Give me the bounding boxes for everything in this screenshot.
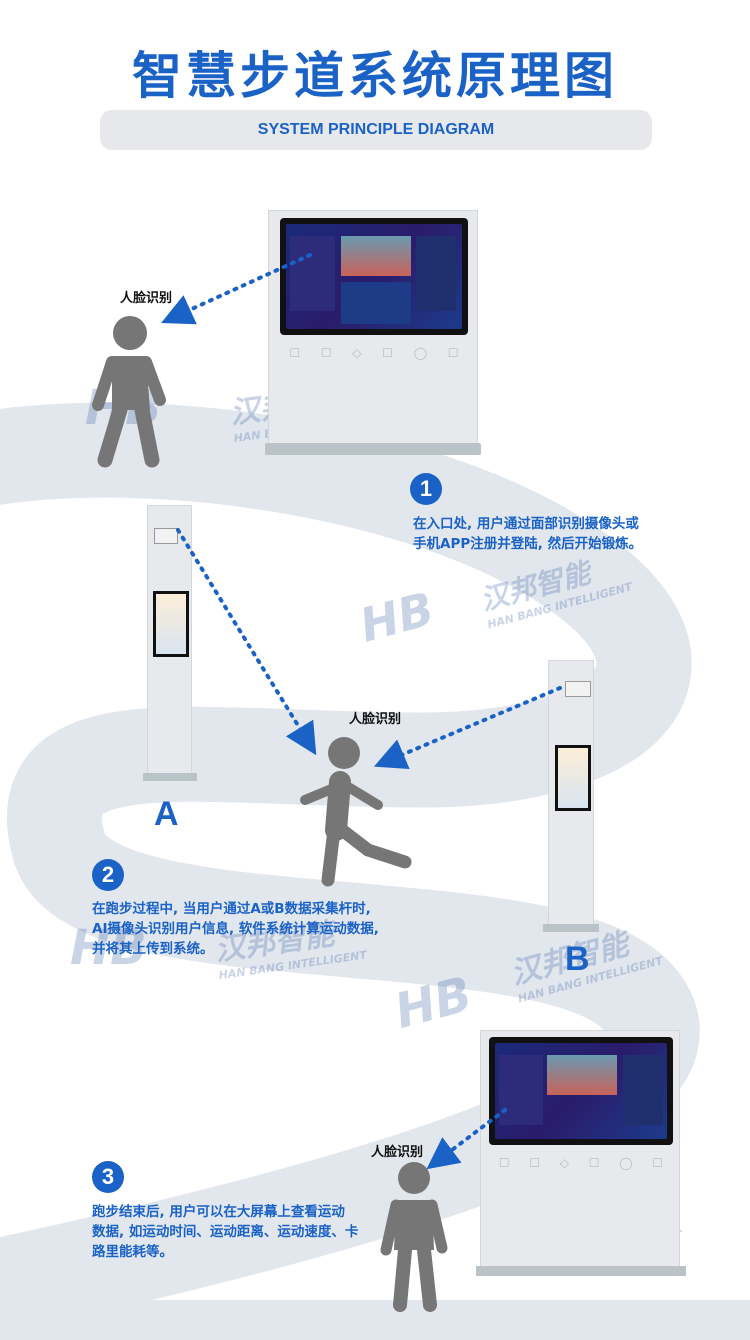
large-screen-kiosk-bottom: ☐☐◇☐◯☐: [480, 1030, 680, 1268]
step-text-line: AI摄像头识别用户信息, 软件系统计算运动数据,: [92, 921, 379, 937]
watermark-logo: HB: [70, 920, 147, 976]
dotted-arrows: [161, 253, 562, 1170]
subtitle-bar: SYSTEM PRINCIPLE DIAGRAM: [100, 110, 652, 150]
kiosk-base: [476, 1266, 686, 1276]
pole-base: [543, 924, 599, 932]
face-recognition-label: 人脸识别: [349, 712, 402, 727]
kiosk-base: [265, 443, 481, 455]
camera-icon: [154, 528, 178, 544]
pole-a-label: A: [154, 795, 179, 833]
step-2-badge: 2: [92, 859, 124, 891]
step-1-text: 在入口处, 用户通过面部识别摄像头或 手机APP注册并登陆, 然后开始锻炼。: [413, 514, 642, 554]
page-title: 智慧步道系统原理图: [132, 47, 618, 105]
step-3-text: 跑步结束后, 用户可以在大屏幕上查看运动 数据, 如运动时间、运动距离、运动速度…: [92, 1202, 358, 1262]
step-text-line: 在跑步过程中, 当用户通过A或B数据采集杆时,: [92, 901, 371, 917]
face-recognition-label: 人脸识别: [120, 291, 173, 306]
pole-base: [143, 773, 197, 781]
step-text-line: 并将其上传到系统。: [92, 941, 214, 957]
walking-person-icon: [92, 316, 166, 468]
standing-person-icon: [380, 1162, 448, 1312]
running-person-icon: [300, 737, 412, 887]
kiosk-screen: [489, 1037, 673, 1145]
step-text-line: 跑步结束后, 用户可以在大屏幕上查看运动: [92, 1204, 345, 1220]
data-pole-b: [548, 660, 594, 926]
kiosk-screen: [280, 218, 468, 335]
step-1-badge: 1: [410, 473, 442, 505]
step-2-text: 在跑步过程中, 当用户通过A或B数据采集杆时, AI摄像头识别用户信息, 软件系…: [92, 899, 379, 959]
face-recognition-label: 人脸识别: [371, 1145, 424, 1160]
step-text-line: 路里能耗等。: [92, 1244, 173, 1260]
step-text-line: 数据, 如运动时间、运动距离、运动速度、卡: [92, 1224, 359, 1240]
camera-icon: [565, 681, 591, 697]
kiosk-function-icons: ☐☐◇☐◯☐: [289, 346, 459, 360]
step-text-line: 手机APP注册并登陆, 然后开始锻炼。: [413, 536, 643, 552]
pole-screen: [555, 745, 591, 811]
kiosk-function-icons: ☐☐◇☐◯☐: [498, 1156, 664, 1170]
step-3-badge: 3: [92, 1161, 124, 1193]
large-screen-kiosk-top: ☐☐◇☐◯☐: [268, 210, 478, 445]
pole-screen: [153, 591, 189, 657]
step-text-line: 在入口处, 用户通过面部识别摄像头或: [413, 516, 639, 532]
data-pole-a: [147, 505, 192, 775]
pole-b-label: B: [565, 940, 590, 978]
